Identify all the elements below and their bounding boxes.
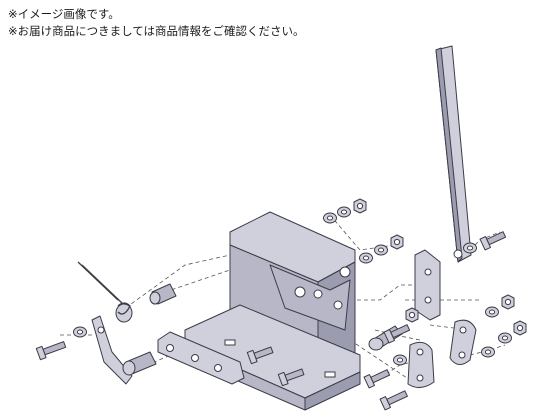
bolt bbox=[479, 231, 507, 251]
bolt bbox=[363, 369, 391, 389]
note-image-only: ※イメージ画像です。 bbox=[8, 7, 120, 21]
note-confirm-product-info: ※お届け商品につきましては商品情報をご確認ください。 bbox=[8, 24, 305, 38]
return-spring bbox=[77, 261, 133, 323]
bolt bbox=[383, 324, 411, 344]
right-link-bracket bbox=[414, 249, 441, 321]
bolt bbox=[379, 390, 408, 411]
bolt bbox=[246, 346, 274, 365]
handle-lever bbox=[435, 45, 472, 263]
blade-plate bbox=[157, 331, 245, 385]
shaft-pin-large bbox=[122, 351, 157, 376]
image-notes: ※イメージ画像です。 ※お届け商品につきましては商品情報をご確認ください。 bbox=[8, 6, 305, 40]
shaft-pin-small bbox=[149, 283, 177, 305]
link-plate-round bbox=[449, 319, 477, 365]
left-bracket bbox=[91, 315, 133, 385]
bolt bbox=[277, 368, 305, 387]
link-plate-small bbox=[407, 341, 435, 388]
bolt bbox=[35, 341, 67, 361]
